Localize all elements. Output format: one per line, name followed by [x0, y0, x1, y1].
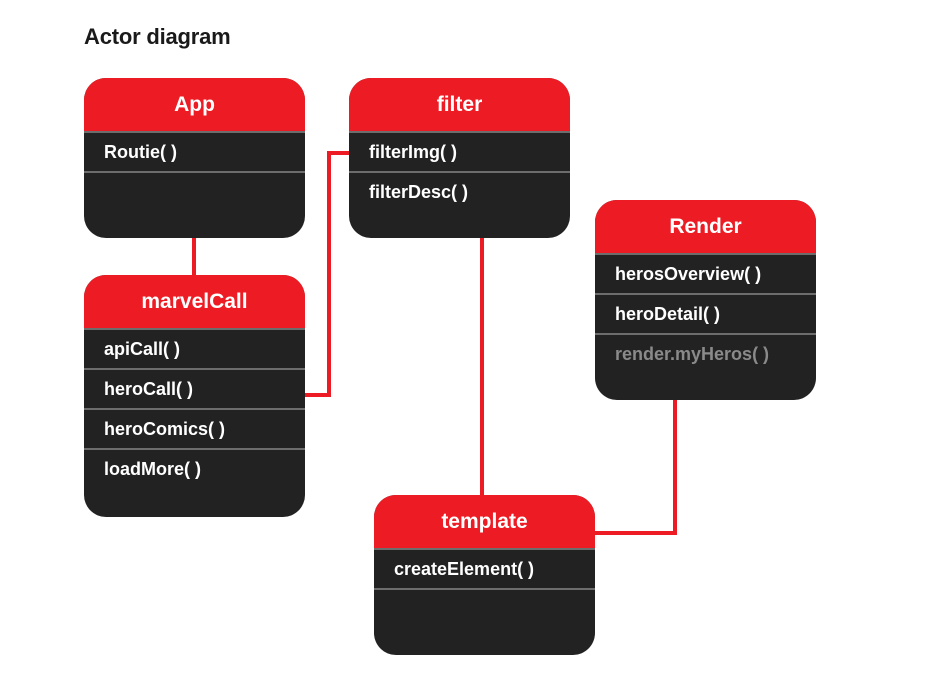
method-apicall: apiCall( ) — [84, 330, 305, 370]
method-render-myheros: render.myHeros( ) — [615, 344, 770, 364]
method-createelement: createElement( ) — [374, 550, 595, 590]
actor-box-template: template createElement( ) — [374, 495, 595, 655]
method-herosoverview: herosOverview( ) — [595, 255, 816, 295]
actor-title-filter: filter — [349, 78, 570, 131]
connector-marvelcall-filter — [305, 151, 349, 397]
method-herodetail: heroDetail( ) — [595, 295, 816, 335]
method-herocomics: heroComics( ) — [84, 410, 305, 450]
actor-box-render: Render herosOverview( ) heroDetail( ) re… — [595, 200, 816, 400]
actor-methods-filter: filterImg( ) filterDesc( ) — [349, 131, 570, 211]
method-filterdesc: filterDesc( ) — [369, 182, 469, 202]
method-herocall: heroCall( ) — [84, 370, 305, 410]
diagram-title: Actor diagram — [84, 24, 231, 49]
actor-title-marvelcall: marvelCall — [84, 275, 305, 328]
actor-methods-marvelcall: apiCall( ) heroCall( ) heroComics( ) loa… — [84, 328, 305, 488]
connector-render-template — [595, 400, 677, 535]
actor-title-render: Render — [595, 200, 816, 253]
actor-title-app: App — [84, 78, 305, 131]
method-filterimg: filterImg( ) — [349, 133, 570, 173]
actor-methods-app: Routie( ) — [84, 131, 305, 173]
actor-title-template: template — [374, 495, 595, 548]
actor-methods-template: createElement( ) — [374, 548, 595, 590]
method-routie: Routie( ) — [84, 133, 305, 173]
actor-box-filter: filter filterImg( ) filterDesc( ) — [349, 78, 570, 238]
actor-box-app: App Routie( ) — [84, 78, 305, 238]
actor-methods-render: herosOverview( ) heroDetail( ) render.my… — [595, 253, 816, 373]
actor-box-marvelcall: marvelCall apiCall( ) heroCall( ) heroCo… — [84, 275, 305, 517]
method-loadmore: loadMore( ) — [104, 459, 201, 479]
